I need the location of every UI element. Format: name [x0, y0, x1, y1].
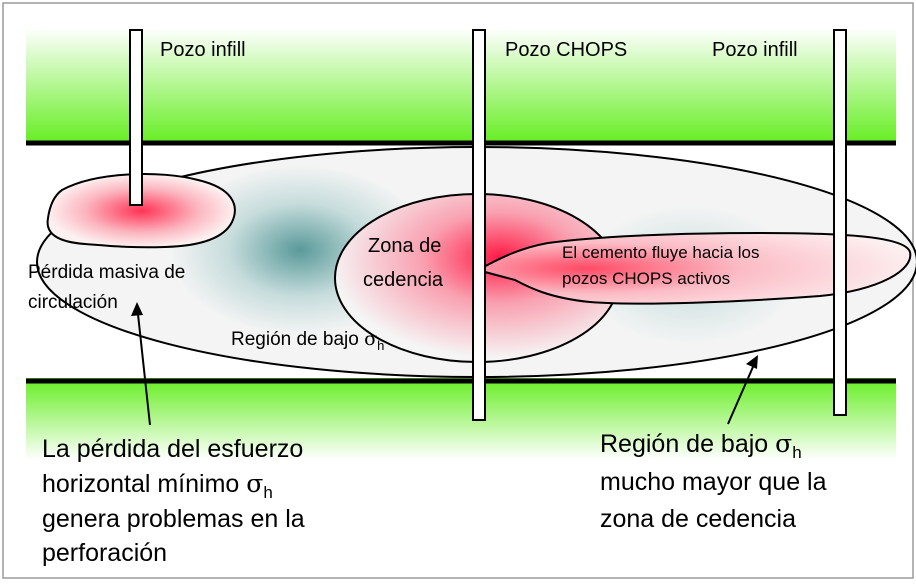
lost-circulation-zone — [46, 173, 236, 249]
top-formation-band — [26, 28, 896, 143]
cement-flow-label-line1: El cemento fluye hacia los — [562, 243, 760, 262]
lost-circulation-label-line1: Pérdida masiva de — [28, 262, 185, 283]
lost-circulation-label-line2: circulación — [28, 292, 118, 313]
left-note-line2: horizontal mínimo σh — [42, 469, 273, 502]
well-infill-left-label: Pozo infill — [160, 39, 246, 61]
well-chops — [472, 29, 486, 421]
right-note-line3: zona de cedencia — [600, 505, 796, 533]
left-note-line1: La pérdida del esfuerzo — [42, 435, 303, 463]
arrow-left-head — [131, 302, 143, 316]
cement-flow-label-line2: pozos CHOPS activos — [562, 269, 730, 288]
bottom-formation-band — [26, 378, 896, 460]
right-note-line2: mucho mayor que la — [600, 468, 827, 496]
well-infill-right — [833, 29, 847, 416]
arrow-right-shaft — [727, 359, 757, 425]
arrow-left-shaft — [136, 304, 151, 426]
well-infill-right-label: Pozo infill — [712, 39, 798, 61]
yield-zone-label-line2: cedencia — [363, 269, 444, 291]
right-note-line1: Región de bajo σh — [600, 429, 802, 462]
yield-zone-label-line1: Zona de — [368, 235, 441, 257]
left-note-line4: perforación — [42, 539, 167, 567]
cement-flow-callout — [475, 231, 912, 305]
well-chops-label: Pozo CHOPS — [505, 39, 627, 61]
left-note-line3: genera problemas en la — [42, 505, 305, 533]
low-stress-region-label: Región de bajo σh — [231, 328, 384, 353]
well-infill-left — [129, 29, 143, 206]
arrow-right-head — [746, 355, 758, 369]
